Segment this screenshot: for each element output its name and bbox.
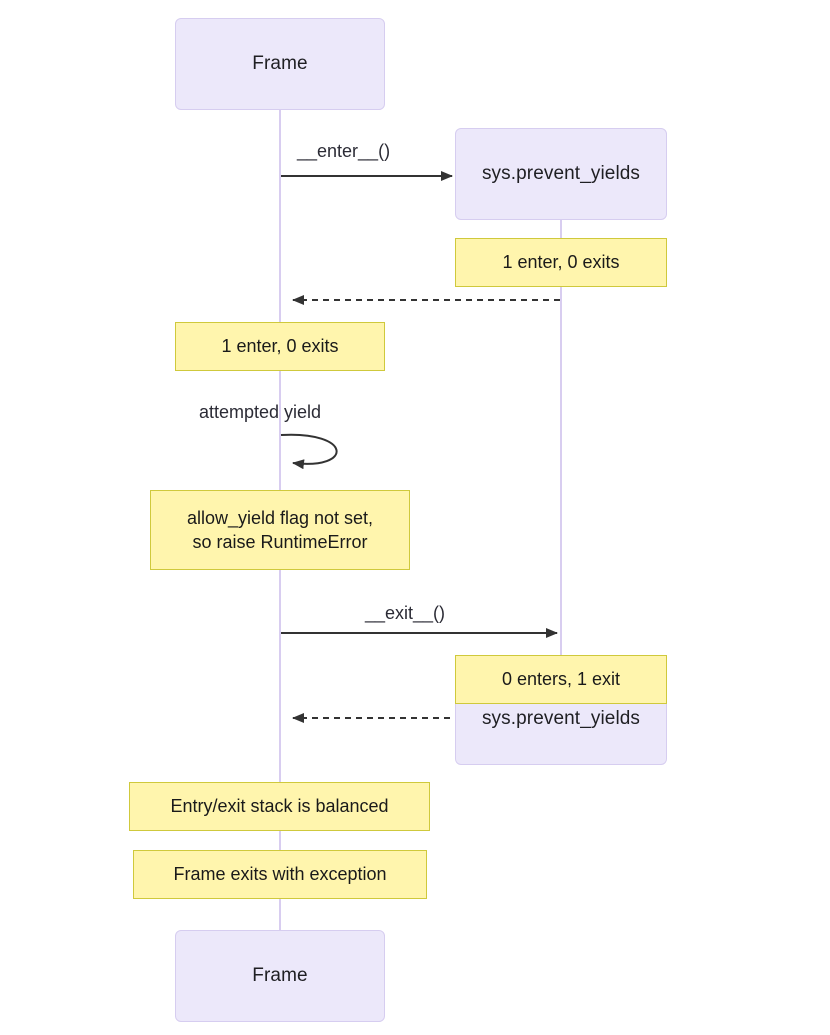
participant-footer-sys-label: sys.prevent_yields bbox=[481, 708, 641, 729]
note-sys-enter-count-text: 1 enter, 0 exits bbox=[502, 251, 620, 272]
note-raise-runtimeerror: allow_yield flag not set, so raise Runti… bbox=[150, 490, 410, 570]
participant-header-frame-label: Frame bbox=[252, 53, 308, 74]
note-sys-exit-count-text: 0 enters, 1 exit bbox=[501, 668, 621, 689]
note-stack-balanced-text: Entry/exit stack is balanced bbox=[170, 795, 389, 816]
message-label-attempted-yield: attempted yield bbox=[199, 402, 322, 422]
note-raise-runtimeerror-line2: so raise RuntimeError bbox=[192, 532, 368, 552]
note-raise-runtimeerror-line1: allow_yield flag not set, bbox=[186, 507, 374, 528]
participant-header-frame[interactable]: Frame bbox=[175, 18, 385, 110]
participant-footer-frame[interactable]: Frame bbox=[175, 930, 385, 1022]
message-arrow-self-loop bbox=[280, 433, 338, 470]
note-frame-exits-exception-text: Frame exits with exception bbox=[173, 863, 387, 884]
note-stack-balanced: Entry/exit stack is balanced bbox=[129, 782, 430, 831]
participant-header-sys[interactable]: sys.prevent_yields bbox=[455, 128, 667, 220]
note-sys-exit-count: 0 enters, 1 exit bbox=[455, 655, 667, 704]
note-frame-enter-count-text: 1 enter, 0 exits bbox=[221, 335, 339, 356]
participant-header-sys-label: sys.prevent_yields bbox=[481, 163, 641, 184]
note-frame-enter-count: 1 enter, 0 exits bbox=[175, 322, 385, 371]
note-sys-enter-count: 1 enter, 0 exits bbox=[455, 238, 667, 287]
lifeline-sys bbox=[560, 220, 562, 675]
participant-footer-frame-label: Frame bbox=[252, 965, 308, 986]
message-label-exit: __exit__() bbox=[365, 603, 446, 623]
message-label-enter: __enter__() bbox=[297, 141, 391, 161]
note-frame-exits-exception: Frame exits with exception bbox=[133, 850, 427, 899]
